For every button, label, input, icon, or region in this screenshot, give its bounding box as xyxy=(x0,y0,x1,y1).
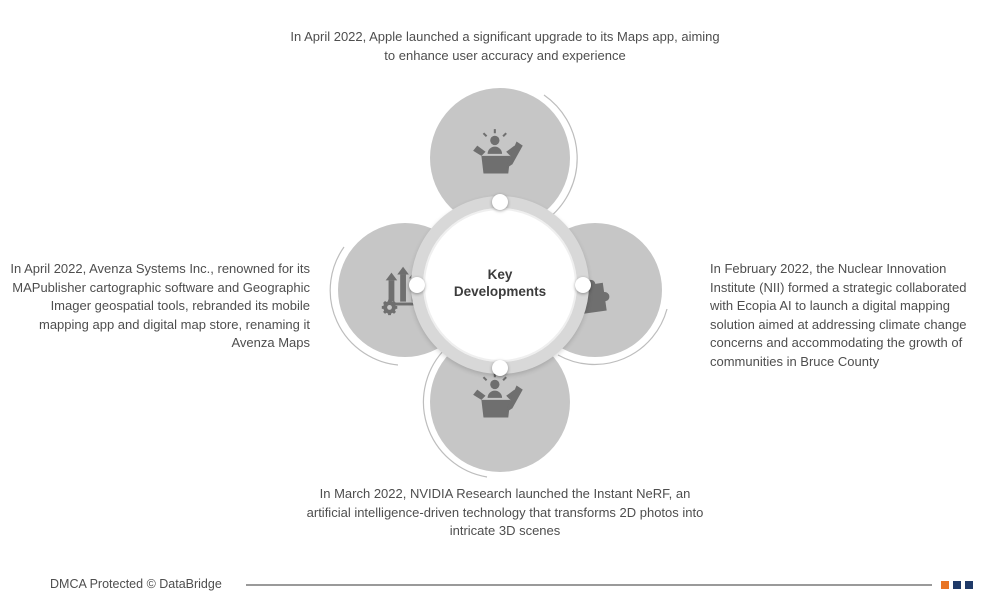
annotation-left: In April 2022, Avenza Systems Inc., reno… xyxy=(10,261,310,350)
annotation-right: In February 2022, the Nuclear Innovation… xyxy=(710,261,967,369)
ring-node-left xyxy=(409,277,425,293)
annotation-top: In April 2022, Apple launched a signific… xyxy=(290,29,720,63)
footer-divider xyxy=(246,584,932,586)
annotation-bottom: In March 2022, NVIDIA Research launched … xyxy=(306,486,704,538)
ring-node-bottom xyxy=(492,360,508,376)
brand-square-navy-1 xyxy=(953,581,961,589)
brand-square-orange xyxy=(941,581,949,589)
brand-square-navy-2 xyxy=(965,581,973,589)
ring-node-top xyxy=(492,194,508,210)
dmca-footer-text: DMCA Protected © DataBridge xyxy=(50,577,222,591)
ring-node-right xyxy=(575,277,591,293)
launch-box-icon xyxy=(473,129,523,174)
launch-box-icon xyxy=(473,373,523,418)
center-title: Key Developments xyxy=(453,267,547,299)
